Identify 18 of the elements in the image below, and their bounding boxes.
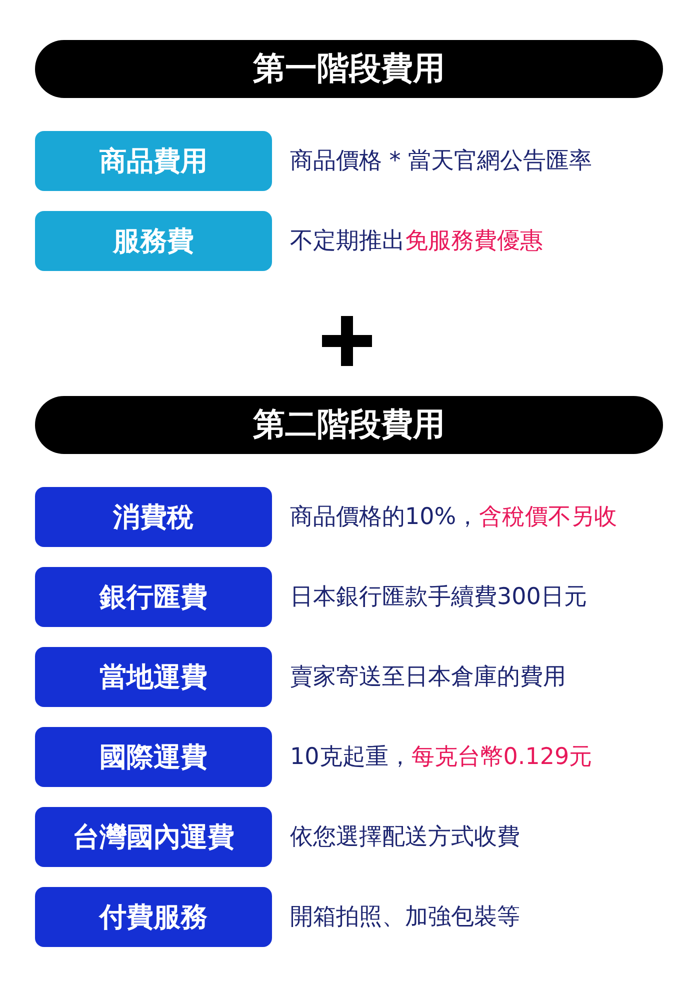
fee-label: 服務費 <box>35 211 272 271</box>
fee-description: 賣家寄送至日本倉庫的費用 <box>290 663 566 692</box>
fee-description: 商品價格 * 當天官網公告匯率 <box>290 147 592 176</box>
fee-label: 台灣國內運費 <box>35 807 272 867</box>
fee-description: 開箱拍照、加強包裝等 <box>290 903 520 932</box>
fee-label: 付費服務 <box>35 887 272 947</box>
stage-banner: 第一階段費用 <box>35 40 663 98</box>
fee-description: 不定期推出免服務費優惠 <box>290 227 543 256</box>
fee-label: 商品費用 <box>35 131 272 191</box>
fee-description: 依您選擇配送方式收費 <box>290 823 520 852</box>
fee-description: 日本銀行匯款手續費300日元 <box>290 583 587 612</box>
fee-label: 銀行匯費 <box>35 567 272 627</box>
fee-label: 國際運費 <box>35 727 272 787</box>
fee-label: 當地運費 <box>35 647 272 707</box>
fee-description: 商品價格的10%，含稅價不另收 <box>290 503 618 532</box>
fee-description: 10克起重，每克台幣0.129元 <box>290 743 592 772</box>
fee-label: 消費稅 <box>35 487 272 547</box>
stage-banner: 第二階段費用 <box>35 396 663 454</box>
